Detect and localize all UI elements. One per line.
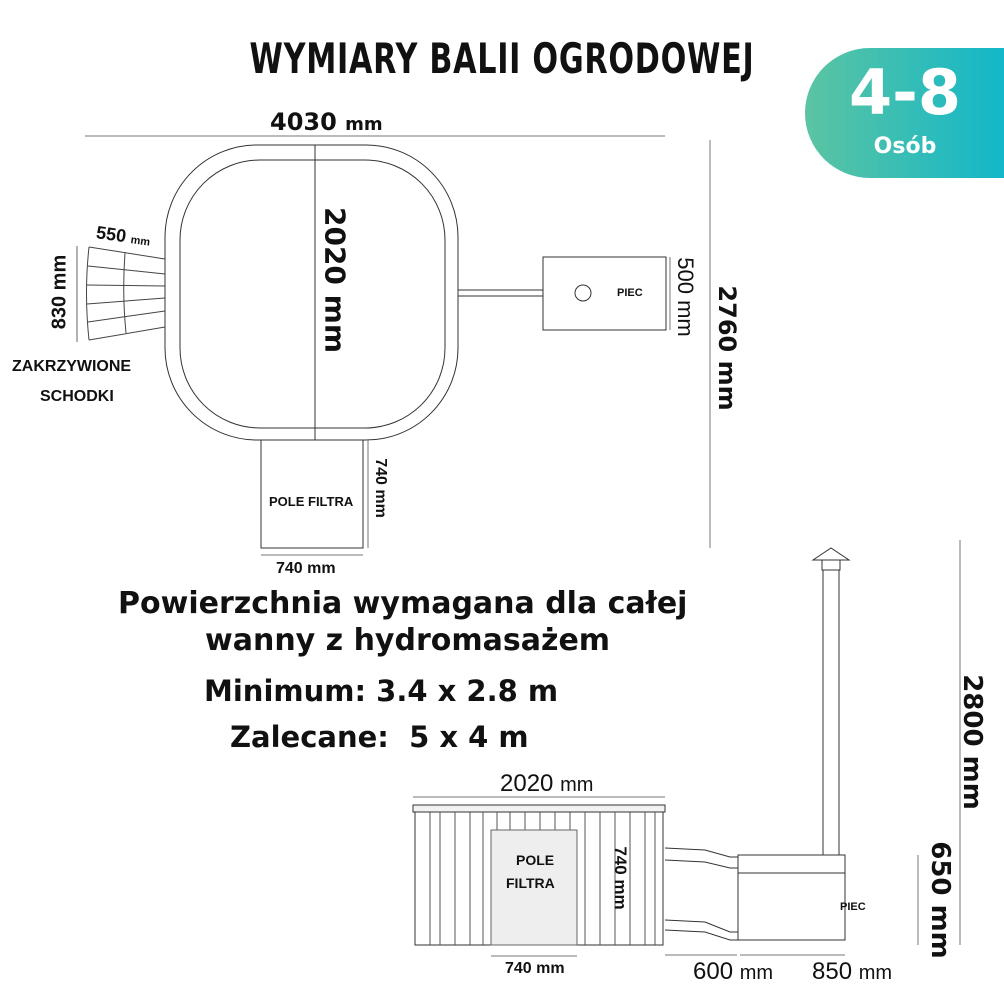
total-height-label: 2800 mm xyxy=(957,674,987,810)
gap-unit: mm xyxy=(739,962,774,984)
capacity-label: Osób xyxy=(873,134,937,159)
filter-height-label: 740 mm xyxy=(611,846,630,910)
side-width-label: 2020 mm xyxy=(500,770,593,798)
filter-width-label: 740 mm xyxy=(505,960,565,977)
filter-area-top xyxy=(260,439,364,549)
stove-height-label: 650 mm xyxy=(925,841,955,959)
total-depth-label: 2760 mm xyxy=(713,285,741,411)
requirements-line-1: Powierzchnia wymagana dla całej xyxy=(118,586,688,621)
chimney-circle xyxy=(574,284,592,302)
gap-label: 600 mm xyxy=(693,958,773,986)
minimum-size: Minimum: 3.4 x 2.8 m xyxy=(204,674,559,708)
filter-bottom-label: 740 mm xyxy=(276,560,336,577)
stove-width-label: 850 mm xyxy=(812,958,892,986)
recommended-size: Zalecane: 5 x 4 m xyxy=(230,720,529,754)
steps-label-1: ZAKRZYWIONE xyxy=(12,358,132,375)
side-width-value: 2020 xyxy=(500,770,554,797)
filter-label-side-2: FILTRA xyxy=(506,875,555,891)
stove-pipe xyxy=(458,289,543,297)
gap-value: 600 xyxy=(693,958,734,985)
side-width-unit: mm xyxy=(560,774,594,796)
requirements-line-2: wanny z hydromasażem xyxy=(205,623,611,658)
width-unit: mm xyxy=(345,114,383,135)
stove-label-top: PIEC xyxy=(617,287,643,299)
steps-label-2: SCHODKI xyxy=(40,388,114,405)
stove-body xyxy=(737,854,846,941)
chimney-cap xyxy=(811,547,851,571)
tub-rim xyxy=(412,804,666,813)
filter-area-side xyxy=(490,829,578,946)
capacity-badge: 4-8 Osób xyxy=(805,48,1004,178)
page-title: WYMIARY BALII OGRODOWEJ xyxy=(249,34,755,83)
width-value: 4030 xyxy=(270,108,337,136)
stove-label-side: PIEC xyxy=(840,901,866,913)
stove-width-unit: mm xyxy=(858,962,893,984)
tub-diameter-label: 2020 mm xyxy=(318,206,352,354)
filter-label-side-1: POLE xyxy=(516,852,555,868)
stove-top-view xyxy=(542,256,667,331)
capacity-count: 4-8 xyxy=(848,56,961,129)
filter-label-top: POLE FILTRA xyxy=(269,494,354,509)
curved-steps xyxy=(86,246,166,341)
width-dimension: 4030 mm xyxy=(270,108,383,136)
chimney-pipe xyxy=(822,567,840,856)
stove-width-value: 850 xyxy=(812,958,853,985)
filter-side-label: 740 mm xyxy=(372,458,389,518)
stove-dim-label: 500 mm xyxy=(673,257,698,337)
connecting-pipes xyxy=(664,847,738,941)
steps-height-label: 830 mm xyxy=(48,254,71,330)
steps-width-value: 550 xyxy=(94,222,128,247)
tub-outer-rim xyxy=(164,144,459,441)
steps-width-unit: mm xyxy=(129,234,151,249)
tub-inner-rim xyxy=(179,159,446,429)
